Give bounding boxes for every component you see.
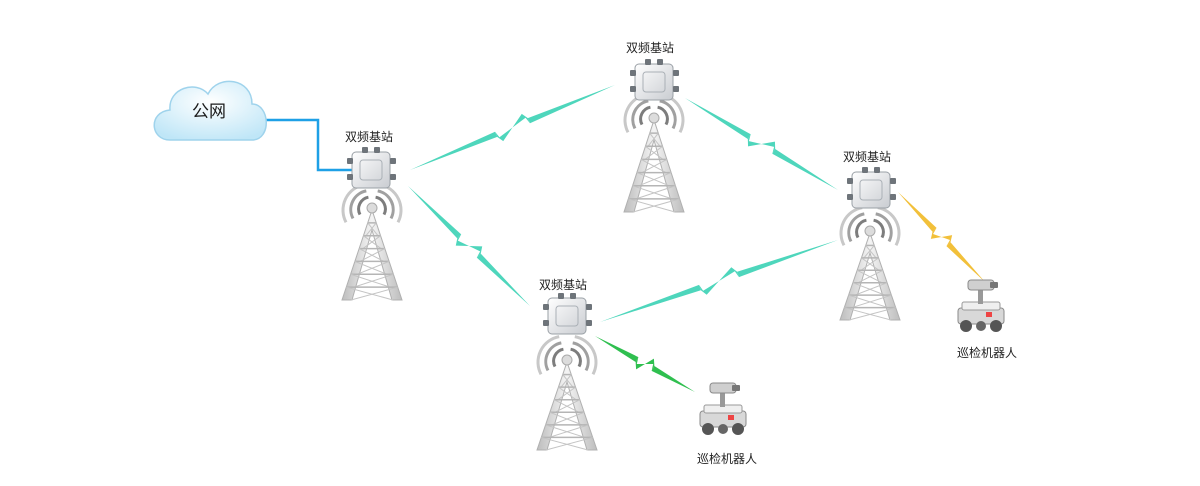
wireless-link xyxy=(595,336,695,392)
station-label: 双频基站 xyxy=(843,150,892,164)
base-stations xyxy=(347,59,896,335)
station-label: 双频基站 xyxy=(539,278,588,292)
inspection-robot xyxy=(957,279,1005,332)
wireless-link xyxy=(408,186,530,306)
dual-band-base-station xyxy=(543,293,592,335)
dual-band-base-station xyxy=(630,59,679,101)
towers xyxy=(341,93,901,451)
wireless-link xyxy=(898,192,985,282)
signal-tower xyxy=(341,183,403,301)
station-label: 双频基站 xyxy=(626,41,675,55)
wireless-links xyxy=(408,85,985,392)
robots xyxy=(699,279,1005,435)
signal-tower xyxy=(623,93,685,213)
public-network-cloud xyxy=(153,80,267,141)
inspection-robot xyxy=(699,382,747,435)
dual-band-base-station xyxy=(347,147,396,189)
robot-label: 巡检机器人 xyxy=(957,346,1018,360)
dual-band-base-station xyxy=(847,167,896,209)
wireless-link xyxy=(685,98,838,190)
cloud-label: 公网 xyxy=(192,102,226,122)
station-label: 双频基站 xyxy=(345,130,394,144)
wireless-link xyxy=(600,240,838,322)
robot-label: 巡检机器人 xyxy=(697,452,758,466)
wired-link xyxy=(262,118,352,172)
wireless-link xyxy=(410,85,615,170)
signal-tower xyxy=(839,206,901,321)
signal-tower xyxy=(536,335,598,451)
